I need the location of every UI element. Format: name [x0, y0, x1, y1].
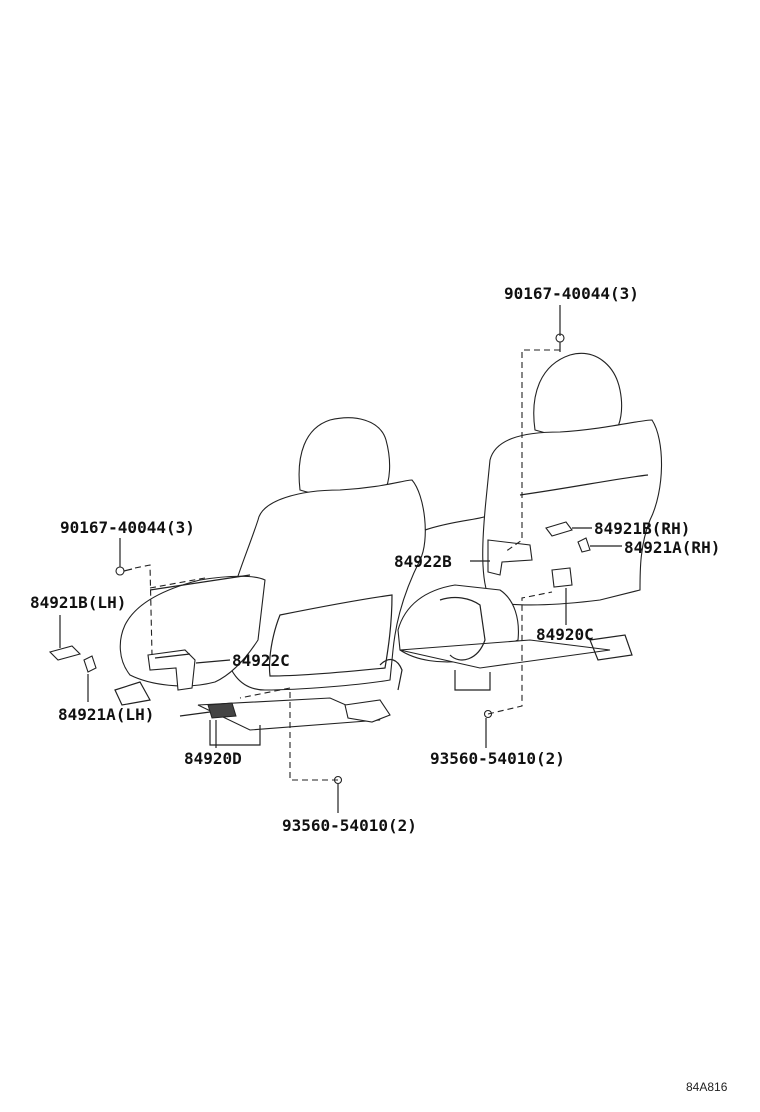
- label-screw-bottom-left: 93560-54010(2): [282, 816, 417, 835]
- part-84921b-rh: [545, 521, 573, 537]
- label-bracket-b: 84922B: [394, 552, 452, 571]
- part-84921a-rh: [577, 537, 591, 553]
- dashed-line-left-screw: [239, 687, 338, 781]
- left-seat: [114, 417, 491, 746]
- dashed-line-top-bolt: [504, 349, 560, 553]
- part-84922c-bracket: [147, 649, 196, 691]
- label-cover-a-rh: 84921A(RH): [624, 538, 720, 557]
- right-headrest: [533, 352, 623, 437]
- label-cover-a-lh: 84921A(LH): [58, 705, 154, 724]
- part-84921a-lh: [83, 655, 97, 673]
- right-seat-back: [482, 419, 663, 606]
- right-seat-rail: [399, 639, 611, 669]
- bolt-top: [555, 333, 565, 352]
- label-screw-bottom-right: 93560-54010(2): [430, 749, 565, 768]
- part-84920c-switch: [551, 567, 573, 588]
- left-back-panel: [268, 594, 393, 677]
- label-bolt-top-right: 90167-40044(3): [504, 284, 639, 303]
- left-headrest: [298, 417, 391, 497]
- left-seat-rail: [197, 697, 381, 731]
- part-84922b-bracket: [487, 539, 533, 576]
- dashed-line-left-bolt: [134, 564, 153, 656]
- bolt-left: [115, 566, 133, 576]
- label-switch-c: 84920C: [536, 625, 594, 644]
- label-bolt-left: 90167-40044(3): [60, 518, 195, 537]
- label-bracket-c: 84922C: [232, 651, 290, 670]
- part-84921b-lh: [48, 645, 82, 661]
- label-cover-b-lh: 84921B(LH): [30, 593, 126, 612]
- label-cover-b-rh: 84921B(RH): [594, 519, 690, 538]
- part-84920d-switch: [207, 702, 237, 719]
- label-switch-d: 84920D: [184, 749, 242, 768]
- figure-id: 84A816: [686, 1080, 728, 1094]
